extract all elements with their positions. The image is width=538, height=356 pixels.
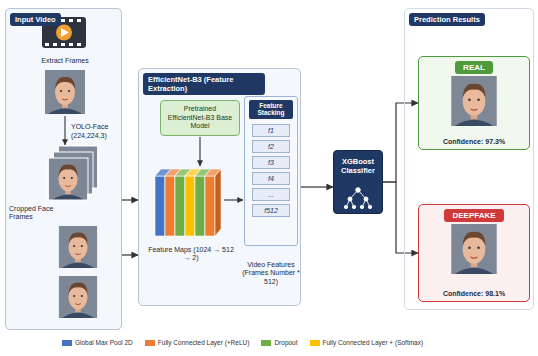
legend-swatch <box>62 340 72 346</box>
annotation-label: Extract Frames <box>25 57 105 65</box>
feature-stack: Feature Stacking f1 f2 f3 f4... f512 <box>244 96 298 246</box>
node-title: DEEPFAKE <box>444 209 503 222</box>
legend-swatch <box>145 340 155 346</box>
legend-item: Global Max Pool 2D <box>62 339 133 346</box>
node-text: Confidence: 97.3% <box>443 138 505 145</box>
annotation-label: YOLO-Face <box>71 123 119 131</box>
result-box: DEEPFAKE Confidence: 98.1% <box>418 204 530 302</box>
legend-text: Fully Connected Layer (+ReLU) <box>158 339 250 346</box>
results-panel: Prediction ResultsREAL Confidence: 97.3% D… <box>404 8 534 310</box>
node-title: EfficientNet-B3 (Feature Extraction) <box>143 73 265 95</box>
node-title: Pretrained EfficientNet-B3 Base Model <box>165 105 235 130</box>
face-stack <box>48 146 98 200</box>
legend-item: Fully Connected Layer (+ReLU) <box>145 339 250 346</box>
node-text: f3 <box>252 156 290 169</box>
flow-arrow <box>64 116 65 145</box>
legend: Global Max Pool 2D Fully Connected Layer … <box>62 339 423 346</box>
flow-connector <box>122 199 138 200</box>
flow-arrow <box>224 199 243 200</box>
legend-text: Global Max Pool 2D <box>75 339 133 346</box>
annotation-label: Video Features (Frames Number * 512) <box>240 261 302 286</box>
fake-face <box>451 224 496 274</box>
node-text: f512 <box>252 204 290 217</box>
flow-connector <box>301 186 333 187</box>
legend-swatch <box>261 340 271 346</box>
legend-item: Fully Connected Layer + (Softmax) <box>310 339 424 346</box>
legend-text: Dropout <box>274 339 297 346</box>
annotation-label: (224,224,3) <box>71 132 119 140</box>
real-face <box>451 76 496 126</box>
node-title: Feature Stacking <box>249 100 293 119</box>
annotation-label: Feature Maps (1024 → 512 → 2) <box>146 246 236 263</box>
feature-maps <box>155 169 221 236</box>
input-panel: Input Video <box>5 8 122 330</box>
tree-icon <box>344 188 371 209</box>
node-text: ... <box>252 188 290 201</box>
legend-swatch <box>310 340 320 346</box>
flow-connector <box>383 182 418 253</box>
node-title: Input Video <box>10 13 61 26</box>
result-box: REAL Confidence: 97.3% <box>418 56 530 150</box>
node-text: Confidence: 98.1% <box>443 290 505 297</box>
node-title: Prediction Results <box>409 13 485 26</box>
annotation-label: Cropped Face Frames <box>9 205 55 222</box>
node-text: f2 <box>252 140 290 153</box>
cropped-face <box>59 226 97 268</box>
flow-connector <box>383 103 418 182</box>
cropped-face <box>59 276 97 318</box>
legend-text: Fully Connected Layer + (Softmax) <box>323 339 424 346</box>
video-icon <box>42 17 86 48</box>
node-text: f4 <box>252 172 290 185</box>
flow-connector <box>122 254 138 255</box>
frame-face <box>45 70 85 114</box>
node-title: REAL <box>455 61 493 74</box>
classifier-box: XGBoost Classifier <box>333 150 383 214</box>
flow-arrow <box>199 137 200 166</box>
legend-item: Dropout <box>261 339 297 346</box>
node-title: XGBoost Classifier <box>337 157 379 175</box>
node-text: f1 <box>252 124 290 137</box>
base-model-box: Pretrained EfficientNet-B3 Base Model <box>160 100 240 136</box>
